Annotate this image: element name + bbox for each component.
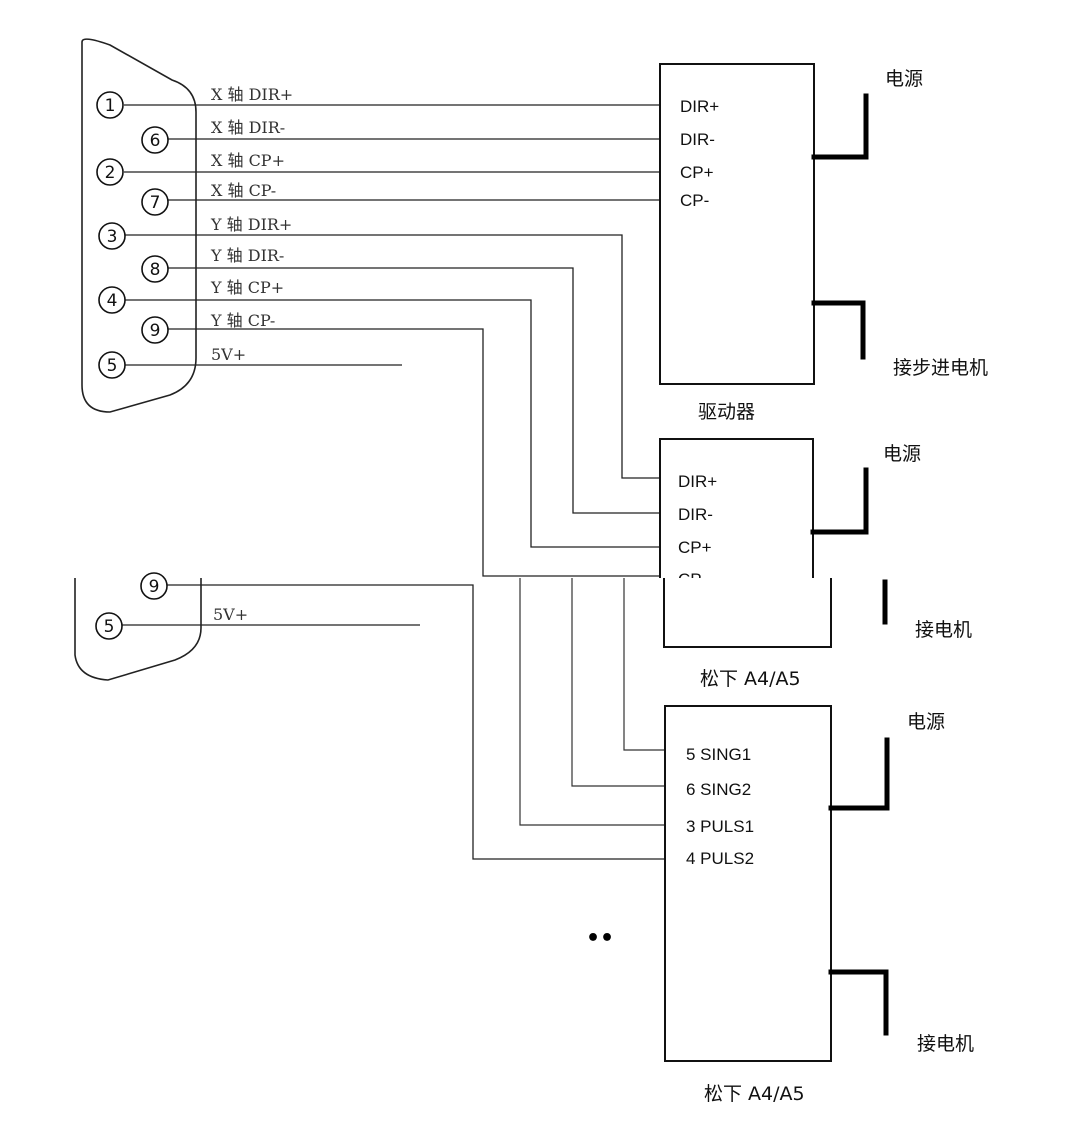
pin-5: 5 [98,351,126,379]
driver-1-port-cp-plus: CP+ [680,163,714,182]
driver-1-port-dir-plus: DIR+ [680,97,719,116]
wire-y-cp-minus [168,328,660,577]
driver-1-port-cp-minus: CP- [680,191,709,210]
driver-3-power-label: 电源 [907,711,945,733]
wire-sing2 [571,578,666,787]
signal-label-y-cp-plus: Y 轴 CP+ [210,278,284,297]
db9-connector-bottom: 9 5 5V+ [74,572,666,860]
wire-sing1 [623,578,666,751]
db9-connector-bottom-outline [74,578,202,681]
driver-3-power-lead [828,737,890,811]
driver-2-power-label: 电源 [883,443,921,465]
signal-label-y-cp-minus: Y 轴 CP- [210,311,275,330]
pin-7-number: 7 [150,193,161,213]
wire-y-dir-minus [168,267,660,514]
pin-5-number: 5 [107,356,118,376]
pin-9-number: 9 [150,321,161,341]
driver-3: 5 SING1 6 SING2 3 PULS1 4 PULS2 电源 接电机 松… [664,705,974,1105]
driver-2-power-lead [810,467,869,535]
bottom-pin-9: 9 [140,572,168,600]
driver-2-caption: 松下 A4/A5 [700,668,801,690]
y-axis-wires [124,234,660,577]
wire-puls1 [519,578,666,826]
pin-6: 6 [141,126,169,154]
driver-1-power-label: 电源 [885,68,923,90]
driver-1-port-dir-minus: DIR- [680,130,715,149]
driver-3-motor-label: 接电机 [917,1033,974,1055]
driver-1-motor-lead [811,300,866,360]
driver-3-port-puls1: 3 PULS1 [686,817,754,836]
signal-label-x-cp-plus: X 轴 CP+ [211,151,285,170]
wire-y-cp-plus [124,299,660,548]
driver-3-box [664,705,832,1062]
db9-connector-top: 1 6 2 7 3 8 4 9 [81,38,660,577]
bottom-pin-5: 5 [95,612,123,640]
pin-8-number: 8 [150,260,161,280]
driver-2-box-lower [663,578,832,648]
pin-1-number: 1 [105,96,116,116]
driver-2-lower: 接电机 松下 A4/A5 [663,578,972,690]
driver-1-caption: 驱动器 [698,401,755,423]
pin-3-number: 3 [107,227,118,247]
db9-connector-top-outline [81,38,197,413]
driver-2-port-dir-plus: DIR+ [678,472,717,491]
driver-3-port-sing2: 6 SING2 [686,780,751,799]
pin-4-number: 4 [107,291,118,311]
pin-8: 8 [141,255,169,283]
wire-bottom-y-cp-minus-route [420,584,666,860]
signal-label-x-cp-minus: X 轴 CP- [211,181,276,200]
driver-1-box [659,63,815,385]
bottom-pin-9-number: 9 [149,577,160,597]
driver-3-motor-lead [828,969,889,1036]
pin-1: 1 [96,91,124,119]
ellipsis-dots: •• [586,926,614,951]
pin-6-number: 6 [150,131,161,151]
signal-label-y-dir-plus: Y 轴 DIR+ [210,215,292,234]
driver-1-motor-label: 接步进电机 [893,357,988,379]
pin-9: 9 [141,316,169,344]
pin-2-number: 2 [105,163,116,183]
driver-1-power-lead [811,93,869,160]
bottom-pin-5-number: 5 [104,617,115,637]
wire-y-dir-plus [124,234,660,479]
driver-3-port-puls2: 4 PULS2 [686,849,754,868]
driver-1: DIR+ DIR- CP+ CP- 电源 接步进电机 驱动器 [659,63,988,423]
pin-7: 7 [141,188,169,216]
driver-3-wires [519,578,666,826]
signal-label-x-dir-plus: X 轴 DIR+ [211,85,293,104]
driver-3-caption: 松下 A4/A5 [704,1083,805,1105]
pin-2: 2 [96,158,124,186]
signal-label-5v: 5V+ [211,345,246,364]
signal-label-x-dir-minus: X 轴 DIR- [211,118,285,137]
driver-3-port-sing1: 5 SING1 [686,745,751,764]
pin-4: 4 [98,286,126,314]
driver-2-port-dir-minus: DIR- [678,505,713,524]
driver-2-box-upper [659,438,814,600]
driver-2-port-cp-plus: CP+ [678,538,712,557]
bottom-signal-label-5v: 5V+ [213,605,248,624]
driver-2: DIR+ DIR- CP+ CP- 电源 [659,438,921,600]
signal-label-y-dir-minus: Y 轴 DIR- [210,246,284,265]
driver-2-motor-label: 接电机 [915,619,972,641]
x-axis-wires [124,104,660,201]
pin-3: 3 [98,222,126,250]
